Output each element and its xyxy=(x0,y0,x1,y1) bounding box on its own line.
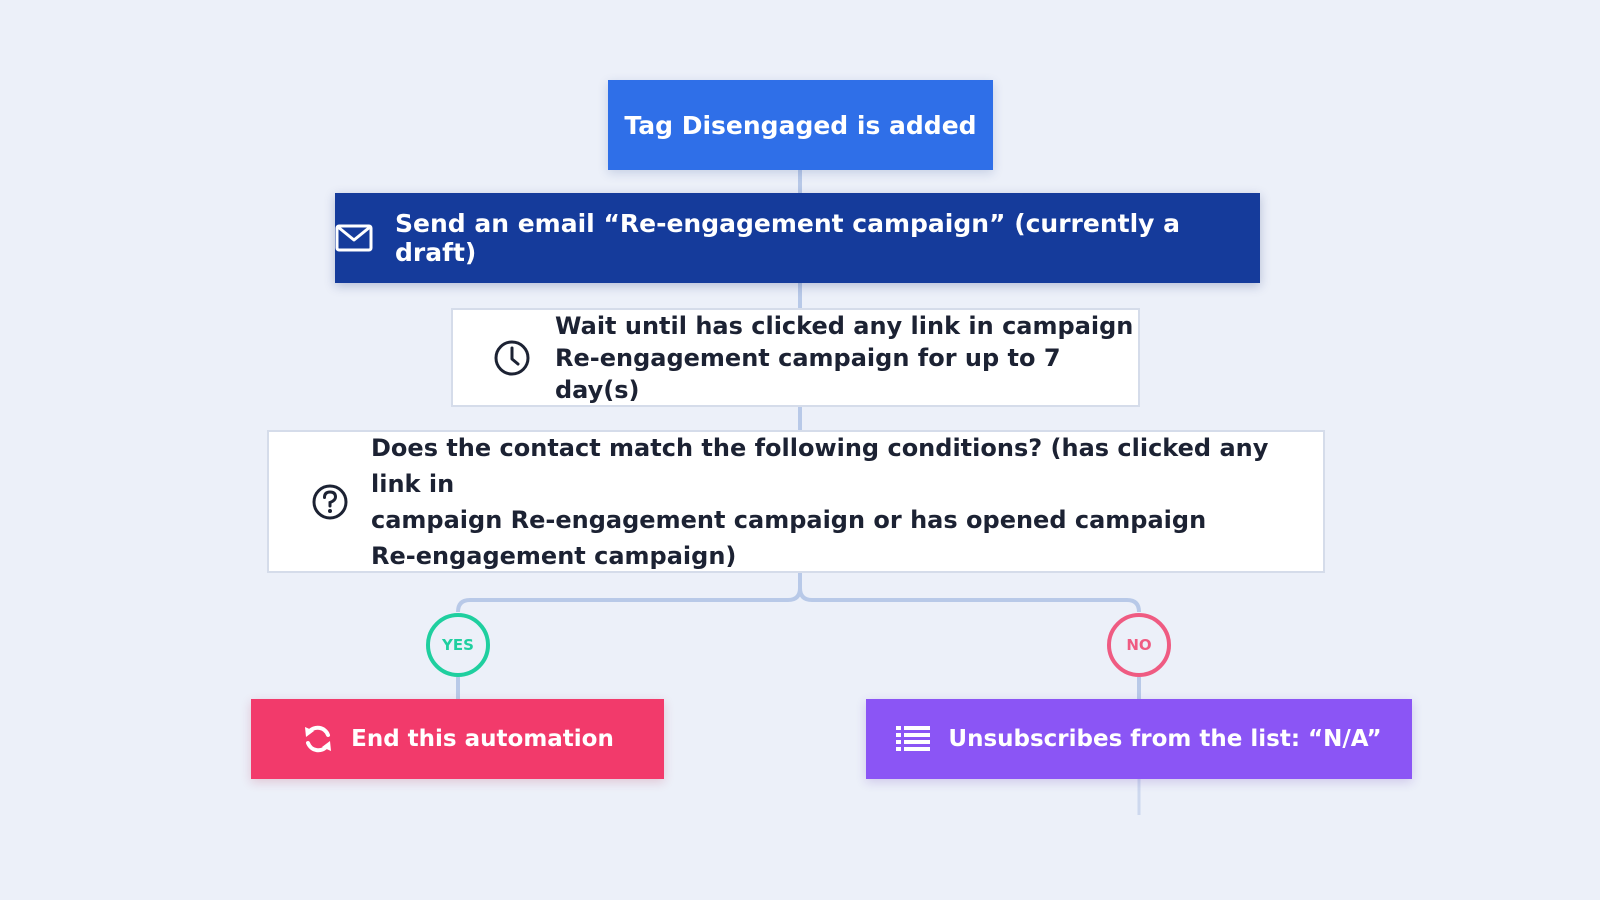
condition-line-2: campaign Re-engagement campaign or has o… xyxy=(371,505,1207,534)
wait-line-2: Re-engagement campaign for up to 7 day(s… xyxy=(555,343,1061,404)
condition-node[interactable]: Does the contact match the following con… xyxy=(267,430,1325,573)
end-automation-label: End this automation xyxy=(351,726,614,752)
trigger-node[interactable]: Tag Disengaged is added xyxy=(608,80,993,170)
unsubscribe-node[interactable]: Unsubscribes from the list: “N/A” xyxy=(866,699,1412,779)
envelope-icon xyxy=(335,224,373,252)
wait-line-1: Wait until has clicked any link in campa… xyxy=(555,311,1134,340)
wait-node[interactable]: Wait until has clicked any link in campa… xyxy=(451,308,1140,407)
trigger-label: Tag Disengaged is added xyxy=(624,110,977,140)
end-automation-node[interactable]: End this automation xyxy=(251,699,664,779)
unsubscribe-label: Unsubscribes from the list: “N/A” xyxy=(948,726,1382,752)
wait-text: Wait until has clicked any link in campa… xyxy=(555,310,1138,406)
clock-icon xyxy=(493,339,531,377)
condition-text: Does the contact match the following con… xyxy=(371,430,1323,574)
question-circle-icon xyxy=(311,483,349,521)
condition-line-3: Re-engagement campaign) xyxy=(371,541,737,570)
list-icon xyxy=(896,725,931,753)
send-email-label: Send an email “Re-engagement campaign” (… xyxy=(395,209,1181,267)
no-branch-badge[interactable]: NO xyxy=(1107,613,1171,677)
yes-branch-badge[interactable]: YES xyxy=(426,613,490,677)
send-email-node[interactable]: Send an email “Re-engagement campaign” (… xyxy=(335,193,1260,283)
refresh-icon xyxy=(301,722,335,756)
condition-line-1: Does the contact match the following con… xyxy=(371,433,1269,498)
